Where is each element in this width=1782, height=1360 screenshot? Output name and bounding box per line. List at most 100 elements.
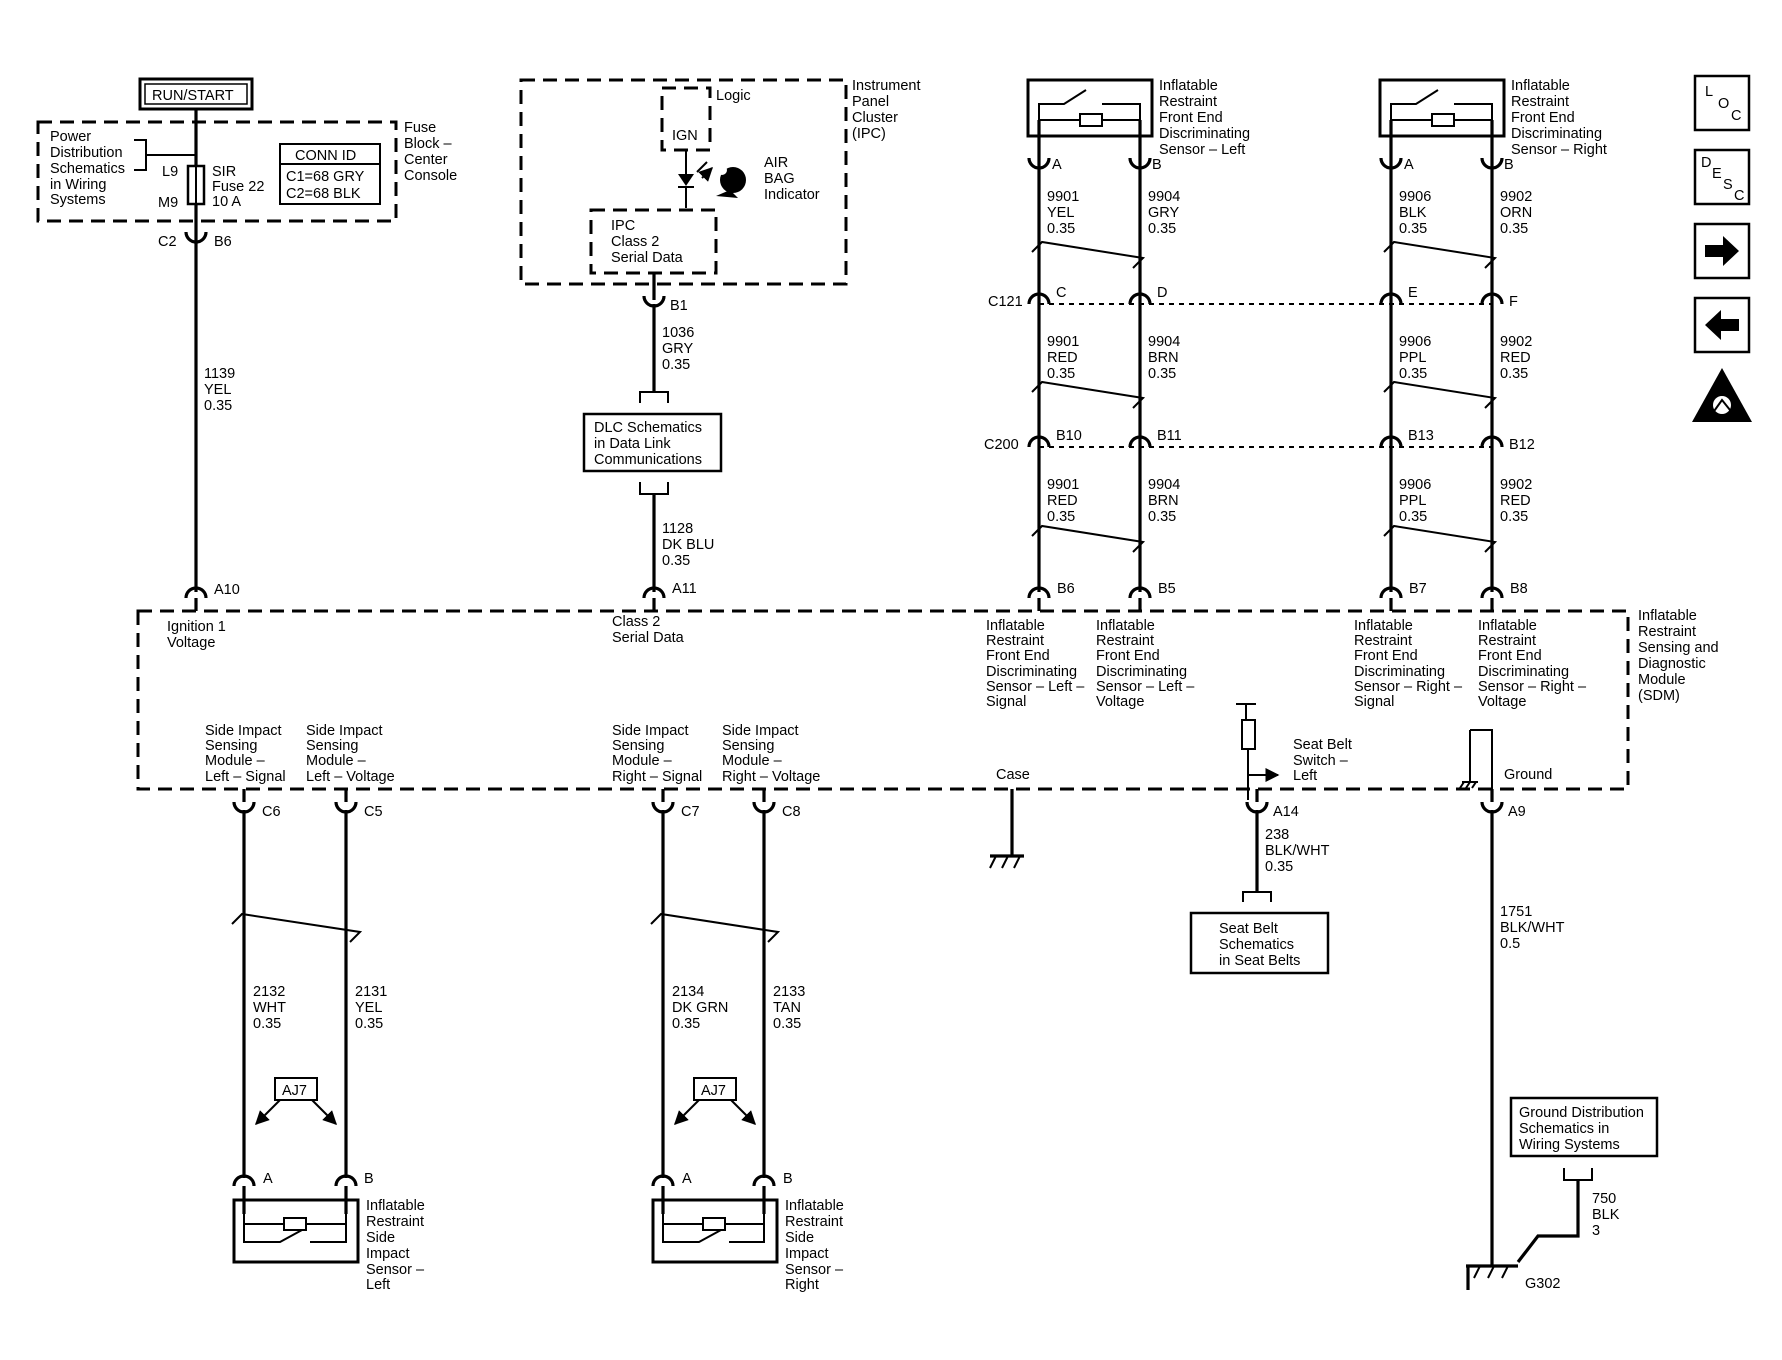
- svg-text:Block –: Block –: [404, 136, 452, 152]
- svg-text:(IPC): (IPC): [852, 126, 886, 142]
- svg-text:9906: 9906: [1399, 189, 1431, 205]
- g302-label: G302: [1525, 1276, 1560, 1292]
- svg-text:B: B: [1504, 157, 1514, 173]
- wire-1036-label: 1036 GRY 0.35: [662, 325, 694, 373]
- svg-text:C6: C6: [262, 804, 281, 820]
- svg-text:Inflatable: Inflatable: [1478, 618, 1537, 634]
- svg-text:Side: Side: [785, 1230, 814, 1246]
- svg-text:2134: 2134: [672, 984, 704, 1000]
- svg-text:0.35: 0.35: [672, 1016, 700, 1032]
- svg-text:Module –: Module –: [205, 753, 266, 769]
- svg-text:9904: 9904: [1148, 189, 1180, 205]
- svg-text:AIR: AIR: [764, 155, 788, 171]
- description-nav-button[interactable]: D E S C: [1693, 148, 1751, 206]
- svg-text:A9: A9: [1508, 804, 1526, 820]
- location-nav-button[interactable]: L O C: [1693, 74, 1751, 132]
- g302-ground-icon: [1466, 1264, 1518, 1290]
- power-distribution-ref: Power Distribution Schematics in Wiring …: [50, 129, 196, 208]
- svg-text:TAN: TAN: [773, 1000, 801, 1016]
- svg-text:AJ7: AJ7: [282, 1083, 307, 1099]
- conn-id-box: CONN ID C1=68 GRY C2=68 BLK: [279, 143, 381, 205]
- connector-b1: B1: [642, 295, 688, 314]
- sdm-label: Inflatable Restraint Sensing and Diagnos…: [1638, 608, 1719, 704]
- esd-warning-icon[interactable]: [1692, 368, 1752, 422]
- svg-text:Side Impact: Side Impact: [612, 723, 689, 739]
- svg-text:0.35: 0.35: [662, 357, 690, 373]
- front-end-sensor-right-label: Inflatable Restraint Front End Discrimin…: [1404, 78, 1607, 173]
- svg-text:RED: RED: [1500, 350, 1531, 366]
- svg-text:B8: B8: [1510, 581, 1528, 597]
- fuse-block-boundary: [36, 120, 398, 223]
- svg-text:C2=68 BLK: C2=68 BLK: [286, 186, 361, 202]
- sdm-side-right-signal-label: Side Impact Sensing Module – Right – Sig…: [612, 723, 702, 785]
- seat-belt-schematics-box[interactable]: Seat Belt Schematics in Seat Belts: [1189, 911, 1330, 975]
- svg-text:B13: B13: [1408, 428, 1434, 444]
- aj7-splice-right[interactable]: AJ7: [674, 1077, 756, 1125]
- svg-text:Sensing and: Sensing and: [1638, 640, 1719, 656]
- svg-text:Front End: Front End: [1478, 648, 1542, 664]
- svg-text:Wiring Systems: Wiring Systems: [1519, 1137, 1620, 1153]
- svg-text:Communications: Communications: [594, 452, 702, 468]
- twisted-pair-mark-side: [231, 912, 781, 943]
- svg-text:Impact: Impact: [366, 1246, 410, 1262]
- dlc-schematics-box[interactable]: DLC Schematics in Data Link Communicatio…: [582, 412, 723, 473]
- svg-text:Ground Distribution: Ground Distribution: [1519, 1105, 1644, 1121]
- seat-belt-bracket: [1242, 891, 1272, 902]
- svg-text:0.35: 0.35: [1148, 509, 1176, 525]
- svg-text:Console: Console: [404, 168, 457, 184]
- svg-text:Inflatable: Inflatable: [1096, 618, 1155, 634]
- ground-distribution-box[interactable]: Ground Distribution Schematics in Wiring…: [1509, 1096, 1659, 1158]
- side-impact-wires: [242, 810, 766, 1178]
- svg-text:9901: 9901: [1047, 334, 1079, 350]
- front-end-sensor-wires: [1037, 148, 1494, 592]
- svg-text:Right – Voltage: Right – Voltage: [722, 769, 820, 785]
- svg-text:Module: Module: [1638, 672, 1686, 688]
- svg-text:2132: 2132: [253, 984, 285, 1000]
- svg-text:Restraint: Restraint: [1478, 633, 1536, 649]
- side-sensor-right-pin-b: B: [783, 1171, 793, 1187]
- svg-text:GRY: GRY: [662, 341, 693, 357]
- svg-text:L9: L9: [162, 164, 178, 180]
- svg-text:Impact: Impact: [785, 1246, 829, 1262]
- twisted-pair-mark-top: [1031, 240, 1498, 269]
- svg-text:Sensor – Right: Sensor – Right: [1511, 142, 1607, 158]
- sdm-fe-left-voltage-label: Inflatable Restraint Front End Discrimin…: [1096, 618, 1195, 710]
- svg-text:BLK: BLK: [1399, 205, 1427, 221]
- svg-text:C200: C200: [984, 437, 1019, 453]
- svg-text:Inflatable: Inflatable: [986, 618, 1045, 634]
- svg-text:Restraint: Restraint: [1638, 624, 1696, 640]
- svg-text:Discriminating: Discriminating: [1478, 664, 1569, 680]
- svg-text:9904: 9904: [1148, 477, 1180, 493]
- svg-text:0.35: 0.35: [1265, 859, 1293, 875]
- svg-text:C121: C121: [988, 294, 1023, 310]
- svg-text:Side Impact: Side Impact: [205, 723, 282, 739]
- svg-text:0.35: 0.35: [1148, 366, 1176, 382]
- svg-text:Center: Center: [404, 152, 448, 168]
- svg-text:Diagnostic: Diagnostic: [1638, 656, 1706, 672]
- svg-text:BRN: BRN: [1148, 350, 1179, 366]
- svg-text:Instrument: Instrument: [852, 78, 921, 94]
- next-arrow-button[interactable]: [1693, 222, 1751, 280]
- previous-arrow-button[interactable]: [1693, 296, 1751, 354]
- svg-text:C: C: [1056, 285, 1066, 301]
- svg-text:Inflatable: Inflatable: [1511, 78, 1570, 94]
- svg-text:PPL: PPL: [1399, 493, 1426, 509]
- svg-text:Indicator: Indicator: [764, 187, 820, 203]
- sdm-side-right-voltage-label: Side Impact Sensing Module – Right – Vol…: [722, 723, 820, 785]
- svg-text:9904: 9904: [1148, 334, 1180, 350]
- svg-text:Restraint: Restraint: [1511, 94, 1569, 110]
- svg-text:Discriminating: Discriminating: [1511, 126, 1602, 142]
- aj7-splice-left[interactable]: AJ7: [255, 1077, 337, 1125]
- side-sensor-left-pin-b: B: [364, 1171, 374, 1187]
- svg-text:9901: 9901: [1047, 189, 1079, 205]
- svg-text:Schematics: Schematics: [50, 161, 125, 177]
- svg-text:Left – Voltage: Left – Voltage: [306, 769, 395, 785]
- svg-text:9906: 9906: [1399, 477, 1431, 493]
- svg-text:Ignition 1: Ignition 1: [167, 619, 226, 635]
- svg-text:Voltage: Voltage: [1478, 694, 1526, 710]
- svg-text:B7: B7: [1409, 581, 1427, 597]
- svg-text:F: F: [1509, 294, 1518, 310]
- svg-text:C7: C7: [681, 804, 700, 820]
